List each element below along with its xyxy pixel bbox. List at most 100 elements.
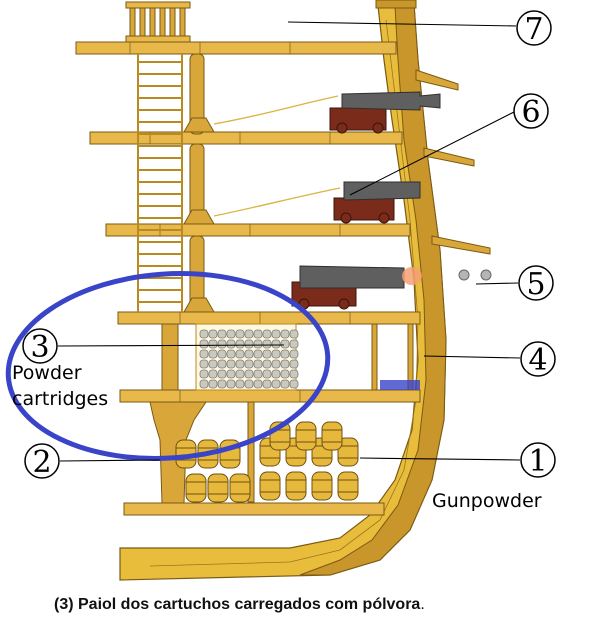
powder-cartridge — [235, 369, 245, 379]
powder-cartridge — [226, 379, 236, 389]
powder-cartridge — [217, 339, 227, 349]
powder-cartridge — [280, 369, 290, 379]
powder-cartridge — [271, 369, 281, 379]
outer-beam-1 — [415, 69, 459, 91]
gunpowder-barrel — [295, 421, 317, 451]
powder-cartridge — [226, 339, 236, 349]
powder-cartridge — [199, 359, 209, 369]
powder-cartridge — [208, 339, 218, 349]
powder-cartridge — [217, 379, 227, 389]
powder-cartridge — [280, 339, 290, 349]
powder-cartridge — [271, 329, 281, 339]
callout-7: 7 — [516, 10, 552, 47]
powder-cartridge — [280, 329, 290, 339]
powder-cartridge — [235, 349, 245, 359]
powder-cartridge — [262, 329, 272, 339]
water-line — [380, 380, 420, 390]
callout-4: 4 — [520, 341, 556, 378]
callout-7-number: 7 — [524, 12, 543, 47]
bitts-2 — [183, 209, 215, 225]
cannonballs — [458, 269, 492, 281]
powder-cartridges — [199, 329, 299, 389]
powder-cartridge — [253, 379, 263, 389]
powder-cartridge — [244, 349, 254, 359]
callout-5: 5 — [518, 265, 554, 302]
magazine-post-left — [161, 323, 179, 391]
top-railing — [125, 1, 191, 43]
powder-cartridge — [235, 329, 245, 339]
powder-cartridge — [280, 349, 290, 359]
powder-cartridge — [208, 359, 218, 369]
powder-cartridge — [289, 369, 299, 379]
powder-cartridge — [226, 369, 236, 379]
cannon-upper — [213, 91, 441, 134]
powder-cartridge — [289, 379, 299, 389]
powder-cartridge — [280, 359, 290, 369]
deck-top — [75, 41, 397, 55]
figure-caption: (3) Paiol dos cartuchos carregados com p… — [54, 596, 425, 613]
leader-lines — [57, 21, 521, 462]
label-powder: Powder — [12, 362, 82, 384]
caption-period: . — [420, 596, 424, 613]
powder-cartridge — [253, 329, 263, 339]
gunpowder-barrel — [337, 437, 359, 467]
powder-cartridge — [253, 369, 263, 379]
hull-inner-band — [299, 3, 447, 576]
gunpowder-barrel — [207, 473, 229, 503]
powder-cartridge — [199, 329, 209, 339]
cannon-firing — [291, 265, 422, 310]
powder-cartridge — [217, 349, 227, 359]
deck-4 — [117, 311, 421, 325]
gunpowder-barrel — [285, 471, 307, 501]
powder-cartridge — [226, 329, 236, 339]
callout-3: 3 — [22, 328, 58, 365]
callout-6-number: 6 — [521, 95, 540, 130]
cannon-middle — [213, 181, 421, 224]
powder-cartridge — [244, 359, 254, 369]
powder-cartridge — [262, 339, 272, 349]
powder-cartridge — [208, 379, 218, 389]
powder-cartridge — [289, 359, 299, 369]
powder-cartridge — [271, 359, 281, 369]
powder-cartridge — [208, 349, 218, 359]
powder-cartridge — [253, 349, 263, 359]
callout-5-number: 5 — [526, 267, 545, 302]
powder-cartridge — [271, 349, 281, 359]
powder-cartridge — [244, 339, 254, 349]
powder-cartridge — [217, 329, 227, 339]
callout-3-number: 3 — [30, 330, 49, 365]
powder-cartridge — [244, 329, 254, 339]
powder-cartridge — [262, 359, 272, 369]
powder-cartridge — [253, 359, 263, 369]
caption-main: (3) Paiol dos cartuchos carregados com p… — [54, 596, 420, 613]
powder-cartridge — [208, 369, 218, 379]
powder-cartridge — [235, 379, 245, 389]
bow-top-cap — [375, 0, 417, 9]
hold-post — [247, 401, 255, 503]
callout-2: 2 — [24, 443, 60, 480]
gunpowder-barrel — [337, 471, 359, 501]
powder-cartridge — [235, 359, 245, 369]
powder-cartridge — [244, 369, 254, 379]
gunpowder-barrel — [321, 421, 343, 451]
powder-cartridge — [226, 359, 236, 369]
post-1 — [189, 53, 205, 135]
bitts-3 — [183, 297, 215, 313]
gunpowder-barrel — [229, 473, 251, 503]
highlight-ellipse — [5, 271, 331, 461]
powder-cartridge — [199, 379, 209, 389]
powder-cartridge — [289, 329, 299, 339]
powder-cartridge — [217, 359, 227, 369]
gunpowder-barrels — [175, 421, 359, 503]
powder-cartridge — [289, 339, 299, 349]
label-cartridges: cartridges — [12, 388, 108, 410]
powder-cartridge — [253, 339, 263, 349]
powder-cartridge — [199, 369, 209, 379]
powder-cartridge — [199, 339, 209, 349]
powder-cartridge — [208, 329, 218, 339]
deck-seams — [129, 42, 351, 402]
callout-1: 1 — [520, 442, 556, 479]
gunpowder-barrel — [259, 471, 281, 501]
powder-cartridge — [217, 369, 227, 379]
